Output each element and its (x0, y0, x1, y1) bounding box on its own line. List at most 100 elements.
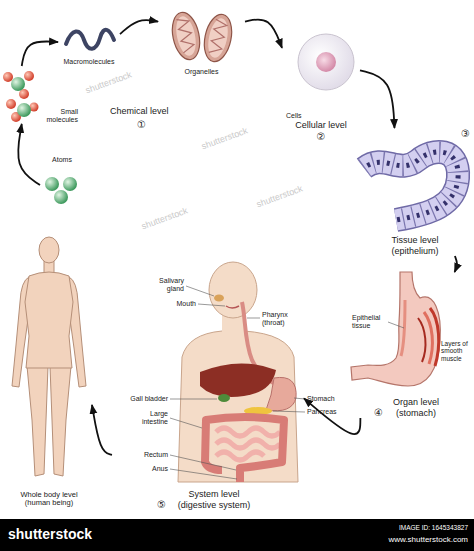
human-figure (27, 366, 48, 476)
leader-line (294, 398, 305, 399)
mitochondria-figure (173, 15, 199, 58)
part-label: Layers of smooth muscle (441, 340, 472, 362)
molecule-figure (3, 72, 13, 82)
epithelium-figure (364, 152, 458, 220)
leader-line (247, 318, 260, 319)
macromolecule-figure (66, 30, 114, 49)
stage-label: Macromolecules (64, 58, 115, 66)
cell-figure (316, 52, 336, 72)
leader-line (198, 304, 225, 306)
callout-number: ④ (374, 407, 383, 419)
part-label: Salivary gland (148, 277, 184, 293)
leader-line (170, 286, 404, 479)
image-id: IMAGE ID: 1645343827 (330, 524, 468, 531)
human-figure (50, 366, 71, 476)
flow-arrow (22, 41, 58, 66)
part-label: Large intestine (132, 410, 168, 426)
human-figure (12, 237, 86, 476)
mitochondria-figure (209, 19, 228, 55)
stomach-figure (430, 308, 439, 366)
digestive-system-figure (214, 295, 224, 302)
stage-label: Organelles (185, 68, 219, 76)
flow-arrow (120, 20, 158, 34)
atoms-figure (45, 177, 59, 191)
level-label: Chemical level (110, 106, 169, 116)
flow-arrow (360, 70, 394, 128)
flow-arrow (92, 405, 112, 455)
molecule-figure (24, 71, 34, 81)
mitochondria-figure (168, 10, 203, 62)
human-figure (39, 237, 59, 263)
stomach-figure (351, 272, 440, 386)
atoms-figure (63, 177, 77, 191)
digestive-system-figure (218, 394, 230, 402)
digestive-system-figure (209, 262, 257, 318)
part-label: Gall bladder (118, 395, 168, 403)
leader-line (186, 286, 214, 296)
flow-arrow (245, 19, 282, 47)
callout-number: ① (137, 119, 146, 131)
stomach-figure (424, 312, 432, 364)
system-stage: ⑤System level (digestive system) (112, 262, 304, 510)
stage-label: ② (317, 131, 326, 143)
epithelium-figure (364, 152, 458, 220)
part-label: Rectum (130, 451, 168, 459)
stage-label: System level (digestive system) (169, 489, 259, 510)
tissue-stage: ③Tissue level (epithelium) (358, 128, 472, 256)
atoms-figure (54, 190, 68, 204)
leader-line (170, 455, 236, 470)
leader-line (170, 469, 237, 479)
molecules-stage: Small molecules (3, 66, 78, 124)
digestive-system-figure (266, 377, 296, 410)
atoms-stage: Atoms (40, 156, 84, 206)
part-label: Epithelial tissue (352, 314, 392, 330)
leader-line (170, 399, 217, 400)
stage-label: Small molecules (44, 108, 78, 124)
stomach-figure (351, 272, 440, 386)
stage-label: Organ level (stomach) (386, 397, 446, 418)
mitochondria-figure (200, 12, 235, 64)
molecule-figure (17, 103, 31, 117)
digestive-system-figure (200, 363, 276, 396)
digestive-system-figure (178, 331, 298, 482)
epithelium-figure (364, 152, 458, 220)
callout-number: ⑤ (157, 499, 166, 511)
flow-arrow (18, 124, 40, 185)
mitochondria-figure (176, 17, 195, 53)
digestive-system-figure (216, 428, 280, 460)
molecule-figure (6, 99, 16, 109)
part-label: Anus (130, 465, 168, 473)
macromolecule-figure (66, 30, 114, 49)
watermark: shutterstock (84, 69, 133, 95)
mitochondria-figure (168, 10, 203, 62)
digestive-system-figure (205, 417, 284, 482)
footer-bar (0, 519, 474, 551)
part-label: Mouth (160, 300, 196, 308)
connector-layer (18, 19, 457, 454)
leader-line (388, 322, 404, 328)
stomach-figure (401, 300, 405, 356)
leader-line (273, 411, 305, 412)
digestive-system-figure (178, 262, 298, 482)
cell-stage: CellsCellular level② (282, 30, 360, 142)
stage-label: Cellular level (295, 120, 347, 130)
site-address: www.shutterstock.com (330, 535, 468, 544)
atoms-figure (45, 177, 77, 204)
part-label: Pancreas (307, 408, 337, 416)
flow-arrow (455, 256, 457, 272)
molecule-figure (3, 71, 39, 122)
organelle-stage: Organelles (158, 8, 245, 76)
digestive-system-figure (226, 306, 239, 308)
callout-number: ③ (461, 128, 470, 140)
brand-logo: shutterstock (8, 526, 92, 542)
cell-figure (298, 34, 354, 90)
macromolecule-stage: Macromolecules (58, 28, 120, 66)
mitochondria-figure (200, 12, 235, 64)
molecule-figure (11, 77, 25, 91)
stage-label: Cells (286, 112, 302, 120)
stage-label: Whole body level (human being) (13, 491, 85, 508)
watermark: shutterstock (200, 125, 249, 151)
